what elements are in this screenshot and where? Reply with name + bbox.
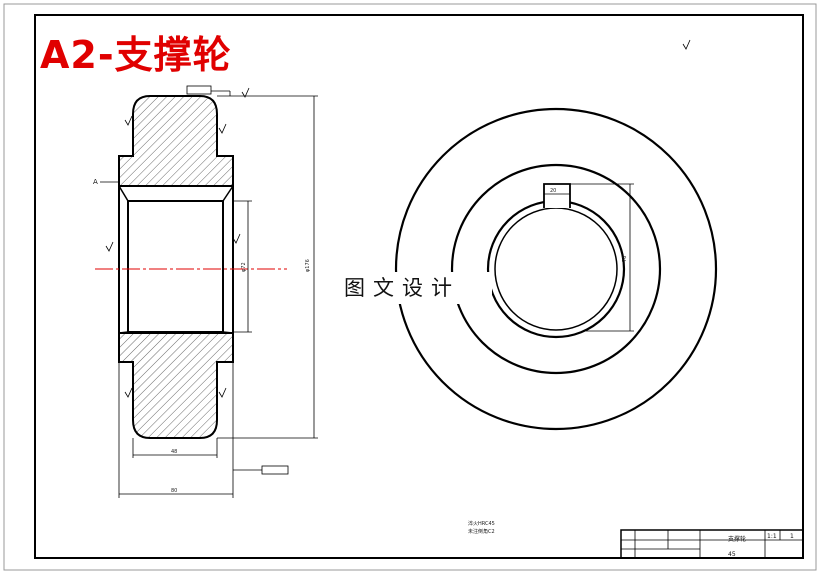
bore-chamfer-circle	[486, 199, 626, 339]
front-dimensions	[544, 183, 634, 332]
quantity: 1	[790, 533, 794, 540]
section-dimensions	[100, 85, 318, 498]
technical-notes: 淬火HRC45 未注倒角C2	[468, 520, 495, 535]
keyway	[543, 183, 571, 208]
front-dimension-text: 76 20	[550, 188, 628, 262]
upper-rim-section	[118, 95, 234, 187]
roughness-symbols	[105, 39, 691, 398]
section-dimension-text: φ176 φ72 48 80 A	[93, 178, 311, 494]
part-name: 支撑轮	[728, 535, 746, 543]
dim-outer-diameter: φ176	[305, 259, 311, 272]
bore-circle	[494, 207, 618, 331]
scale: 1:1	[767, 533, 777, 540]
note-line-2: 未注倒角C2	[468, 528, 495, 535]
note-line-1: 淬火HRC45	[468, 520, 495, 527]
bore-outline	[118, 185, 234, 334]
section-view	[118, 95, 234, 439]
front-view	[394, 107, 718, 431]
material: 45	[728, 551, 736, 558]
watermark: 图文设计	[338, 272, 492, 304]
title-block	[620, 529, 804, 559]
title-block-text: 支撑轮 45 1 1:1	[728, 533, 794, 558]
lower-rim-section	[118, 332, 234, 439]
dim-key-width: 20	[550, 188, 556, 194]
drawing-frame	[34, 14, 804, 559]
dim-overall-width: 80	[171, 488, 177, 494]
datum-label: A	[93, 178, 98, 186]
dim-hub-width: 48	[171, 449, 177, 455]
hub-circle	[450, 163, 662, 375]
dim-key-depth: 76	[622, 256, 628, 262]
dim-bore: φ72	[241, 262, 247, 272]
outer-rim-circle	[394, 107, 718, 431]
bore-inner	[127, 200, 224, 333]
sheet-edge	[3, 3, 817, 571]
drawing-title: A2-支撑轮	[40, 33, 232, 77]
